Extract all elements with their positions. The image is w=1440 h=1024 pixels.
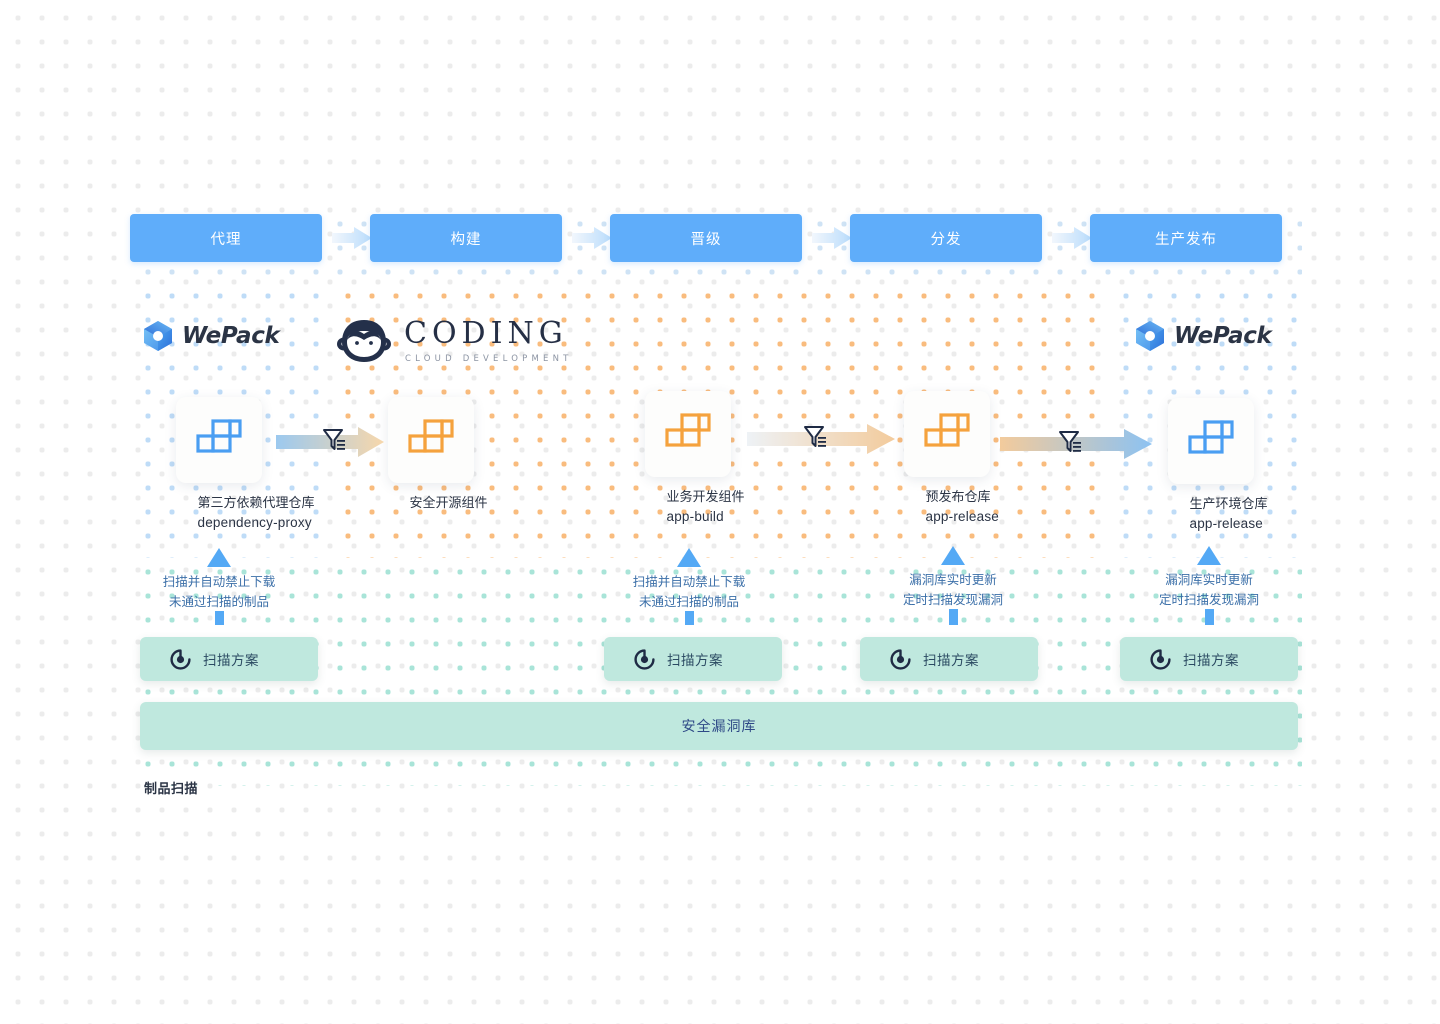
scan-plan-button-2[interactable]: 扫描方案 [604, 637, 782, 681]
callout-connector [1197, 546, 1221, 625]
right-arrow-icon [812, 227, 852, 249]
pipeline-stage-row: 代理 构建 晋级 分发 生产发布 [130, 214, 1302, 262]
pipeline-stage-release[interactable]: 生产发布 [1090, 214, 1282, 262]
callout-line-1: 扫描并自动禁止下载 [162, 575, 276, 589]
vulnerability-database-bar[interactable]: 安全漏洞库 [140, 702, 1298, 750]
repo-label: 预发布仓库 app-release [925, 487, 999, 527]
scan-plan-button-4[interactable]: 扫描方案 [1120, 637, 1298, 681]
repo-card[interactable] [645, 391, 731, 477]
package-blocks-icon [196, 419, 242, 453]
callout-build-scan: 扫描并自动禁止下载 未通过扫描的制品 [600, 545, 778, 640]
pipeline-stage-label: 分发 [930, 231, 962, 248]
right-arrow-icon [1052, 227, 1092, 249]
package-blocks-icon [408, 419, 454, 453]
package-blocks-icon [924, 413, 970, 447]
scan-plan-button-3[interactable]: 扫描方案 [860, 637, 1038, 681]
pipeline-stage-label: 晋级 [690, 231, 722, 248]
right-arrow-icon [572, 227, 612, 249]
coding-wordmark: CODING [404, 315, 568, 351]
package-blocks-icon [1188, 420, 1234, 454]
wepack-cube-logo-icon [144, 321, 172, 351]
package-blocks-icon [665, 413, 711, 447]
scan-plan-label: 扫描方案 [203, 653, 259, 668]
repo-title-en: app-build [666, 509, 724, 524]
scan-power-icon [890, 648, 911, 670]
filter-arrow-1 [276, 427, 384, 457]
coding-tagline: CLOUD DEVELOPMENT [405, 353, 573, 364]
repo-node-dependency-proxy[interactable]: 第三方依赖代理仓库 dependency-proxy [176, 397, 315, 533]
wepack-logo-right: WePack [1135, 320, 1272, 352]
scan-power-icon [170, 648, 191, 670]
callout-production-scan: 漏洞库实时更新 定时扫描发现漏洞 [1120, 543, 1298, 640]
repo-title-cn: 第三方依赖代理仓库 [197, 495, 315, 510]
coding-logo: CODING CLOUD DEVELOPMENT [336, 318, 573, 364]
callout-line-1: 漏洞库实时更新 [1165, 573, 1253, 587]
repo-label: 生产环境仓库 app-release [1189, 494, 1268, 534]
repo-title-en: app-release [925, 509, 999, 524]
wepack-logo-left: WePack [143, 320, 280, 352]
callout-line-2: 定时扫描发现漏洞 [1158, 593, 1259, 607]
repo-card[interactable] [388, 397, 474, 483]
repo-node-production[interactable]: 生产环境仓库 app-release [1168, 398, 1268, 534]
repo-card[interactable] [904, 391, 990, 477]
repo-title-en: app-release [1189, 516, 1263, 531]
scan-power-icon [1150, 648, 1171, 670]
callout-line-2: 未通过扫描的制品 [638, 595, 739, 609]
pipeline-stage-build[interactable]: 构建 [370, 214, 562, 262]
scan-plan-label: 扫描方案 [923, 653, 979, 668]
repo-title-cn: 生产环境仓库 [1189, 496, 1268, 511]
vulnerability-database-label: 安全漏洞库 [681, 718, 757, 734]
callout-line-2: 定时扫描发现漏洞 [902, 593, 1003, 607]
repo-label: 安全开源组件 [409, 493, 488, 513]
pipeline-stage-label: 代理 [210, 231, 242, 248]
wepack-cube-logo-icon [1136, 321, 1164, 351]
repo-title-cn: 安全开源组件 [409, 495, 488, 510]
right-arrow-icon [332, 227, 372, 249]
callout-prerelease-scan: 漏洞库实时更新 定时扫描发现漏洞 [864, 543, 1042, 640]
scan-plan-label: 扫描方案 [667, 653, 723, 668]
repo-node-app-build[interactable]: 业务开发组件 app-build [645, 391, 745, 527]
callout-proxy-scan: 扫描并自动禁止下载 未通过扫描的制品 [130, 545, 308, 640]
callout-connector [941, 546, 965, 625]
scan-plan-button-1[interactable]: 扫描方案 [140, 637, 318, 681]
repo-card[interactable] [1168, 398, 1254, 484]
callout-line-2: 未通过扫描的制品 [168, 595, 269, 609]
page-caption: 制品扫描 [144, 781, 199, 796]
filter-arrow-3 [1000, 429, 1152, 459]
callout-line-1: 漏洞库实时更新 [909, 573, 997, 587]
funnel-filter-icon [1059, 431, 1081, 452]
pipeline-stage-promote[interactable]: 晋级 [610, 214, 802, 262]
repo-card[interactable] [176, 397, 262, 483]
repo-title-cn: 业务开发组件 [666, 489, 745, 504]
filter-arrow-2 [747, 424, 895, 454]
scan-power-icon [634, 648, 655, 670]
repo-title-cn: 预发布仓库 [925, 489, 991, 504]
callout-connector [677, 548, 701, 625]
repo-title-en: dependency-proxy [197, 515, 312, 530]
funnel-filter-icon [323, 429, 345, 450]
callout-line-1: 扫描并自动禁止下载 [632, 575, 746, 589]
pipeline-stage-proxy[interactable]: 代理 [130, 214, 322, 262]
repo-label: 第三方依赖代理仓库 dependency-proxy [197, 493, 315, 533]
funnel-filter-icon [804, 426, 826, 447]
wepack-wordmark: WePack [1174, 323, 1272, 349]
scan-plan-label: 扫描方案 [1183, 653, 1239, 668]
wepack-wordmark: WePack [182, 323, 280, 349]
repo-node-app-release-pre[interactable]: 预发布仓库 app-release [904, 391, 999, 527]
callout-connector [207, 548, 231, 625]
coding-monkey-logo-icon [337, 320, 391, 362]
pipeline-stage-label: 生产发布 [1155, 231, 1217, 248]
pipeline-stage-label: 构建 [450, 231, 482, 248]
repo-node-secure-opensource[interactable]: 安全开源组件 [388, 397, 488, 513]
pipeline-stage-distribute[interactable]: 分发 [850, 214, 1042, 262]
repo-label: 业务开发组件 app-build [666, 487, 745, 527]
